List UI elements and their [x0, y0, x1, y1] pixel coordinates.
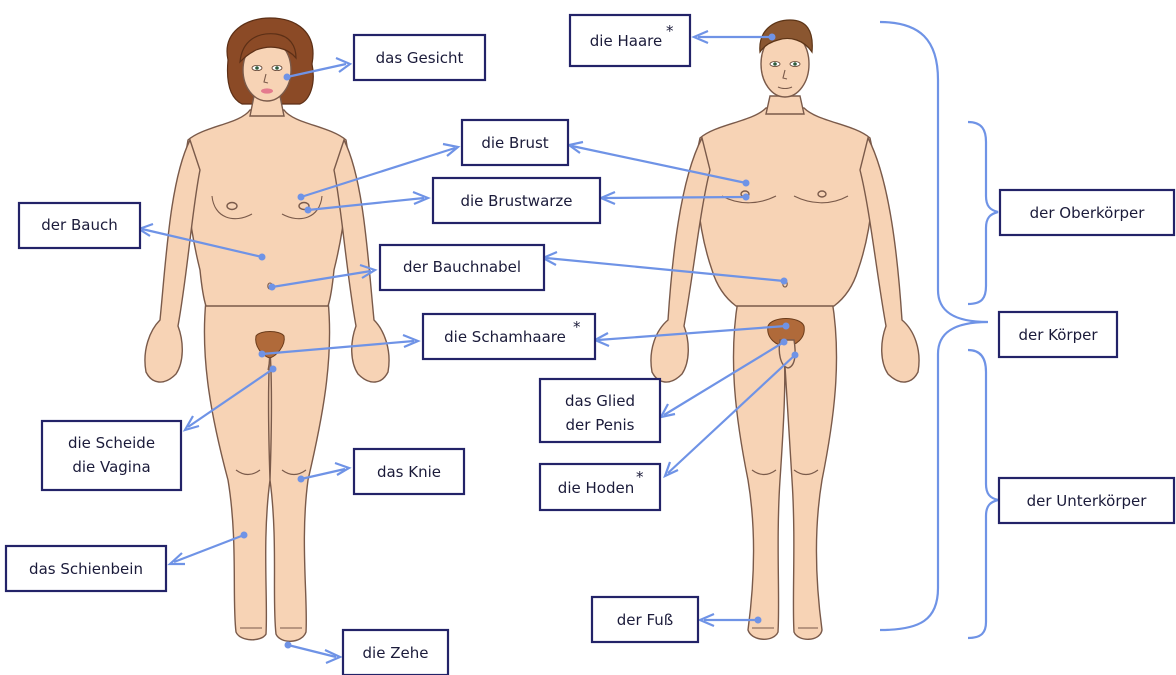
male-figure — [651, 20, 919, 639]
label-die-brust: die Brust — [462, 120, 568, 165]
label-der-fuss: der Fuß — [592, 597, 698, 642]
svg-text:das Schienbein: das Schienbein — [29, 560, 143, 578]
svg-text:der Körper: der Körper — [1018, 326, 1098, 344]
label-das-knie: das Knie — [354, 449, 464, 494]
svg-text:die Haare: die Haare — [590, 32, 662, 50]
svg-text:die Schamhaare: die Schamhaare — [444, 328, 566, 346]
label-der-koerper: der Körper — [999, 312, 1117, 357]
label-die-scheide-vagina: die Scheide die Vagina — [42, 421, 181, 490]
svg-text:der Bauch: der Bauch — [41, 216, 117, 234]
svg-text:die Zehe: die Zehe — [363, 644, 429, 662]
svg-text:die Brust: die Brust — [481, 134, 548, 152]
label-die-zehe: die Zehe — [343, 630, 448, 675]
label-die-schamhaare: die Schamhaare * — [423, 314, 595, 359]
asterisk-haare: * — [666, 22, 674, 40]
svg-text:das Knie: das Knie — [377, 463, 441, 481]
brace-unterkoerper — [968, 350, 998, 638]
brace-oberkoerper — [968, 122, 998, 304]
svg-text:die Brustwarze: die Brustwarze — [460, 192, 572, 210]
label-das-gesicht: das Gesicht — [354, 35, 485, 80]
svg-text:der Penis: der Penis — [566, 416, 635, 434]
label-der-oberkoerper: der Oberkörper — [1000, 190, 1174, 235]
svg-text:der Fuß: der Fuß — [617, 611, 673, 629]
svg-text:die Hoden: die Hoden — [558, 479, 634, 497]
asterisk-schamhaare: * — [573, 318, 581, 336]
svg-text:der Oberkörper: der Oberkörper — [1030, 204, 1146, 222]
label-der-bauchnabel: der Bauchnabel — [380, 245, 544, 290]
svg-text:der Unterkörper: der Unterkörper — [1027, 492, 1148, 510]
label-die-haare: die Haare * — [570, 15, 690, 66]
svg-text:das Glied: das Glied — [565, 392, 635, 410]
label-das-glied-penis: das Glied der Penis — [540, 379, 660, 442]
label-das-schienbein: das Schienbein — [6, 546, 166, 591]
svg-text:das Gesicht: das Gesicht — [376, 49, 464, 67]
asterisk-hoden: * — [636, 468, 644, 486]
female-figure — [145, 18, 389, 641]
label-die-hoden: die Hoden * — [540, 464, 660, 510]
svg-text:die Scheide: die Scheide — [68, 434, 155, 452]
label-der-unterkoerper: der Unterkörper — [999, 478, 1174, 523]
label-die-brustwarze: die Brustwarze — [433, 178, 600, 223]
svg-text:der Bauchnabel: der Bauchnabel — [403, 258, 521, 276]
label-der-bauch: der Bauch — [19, 203, 140, 248]
svg-text:die Vagina: die Vagina — [72, 458, 150, 476]
